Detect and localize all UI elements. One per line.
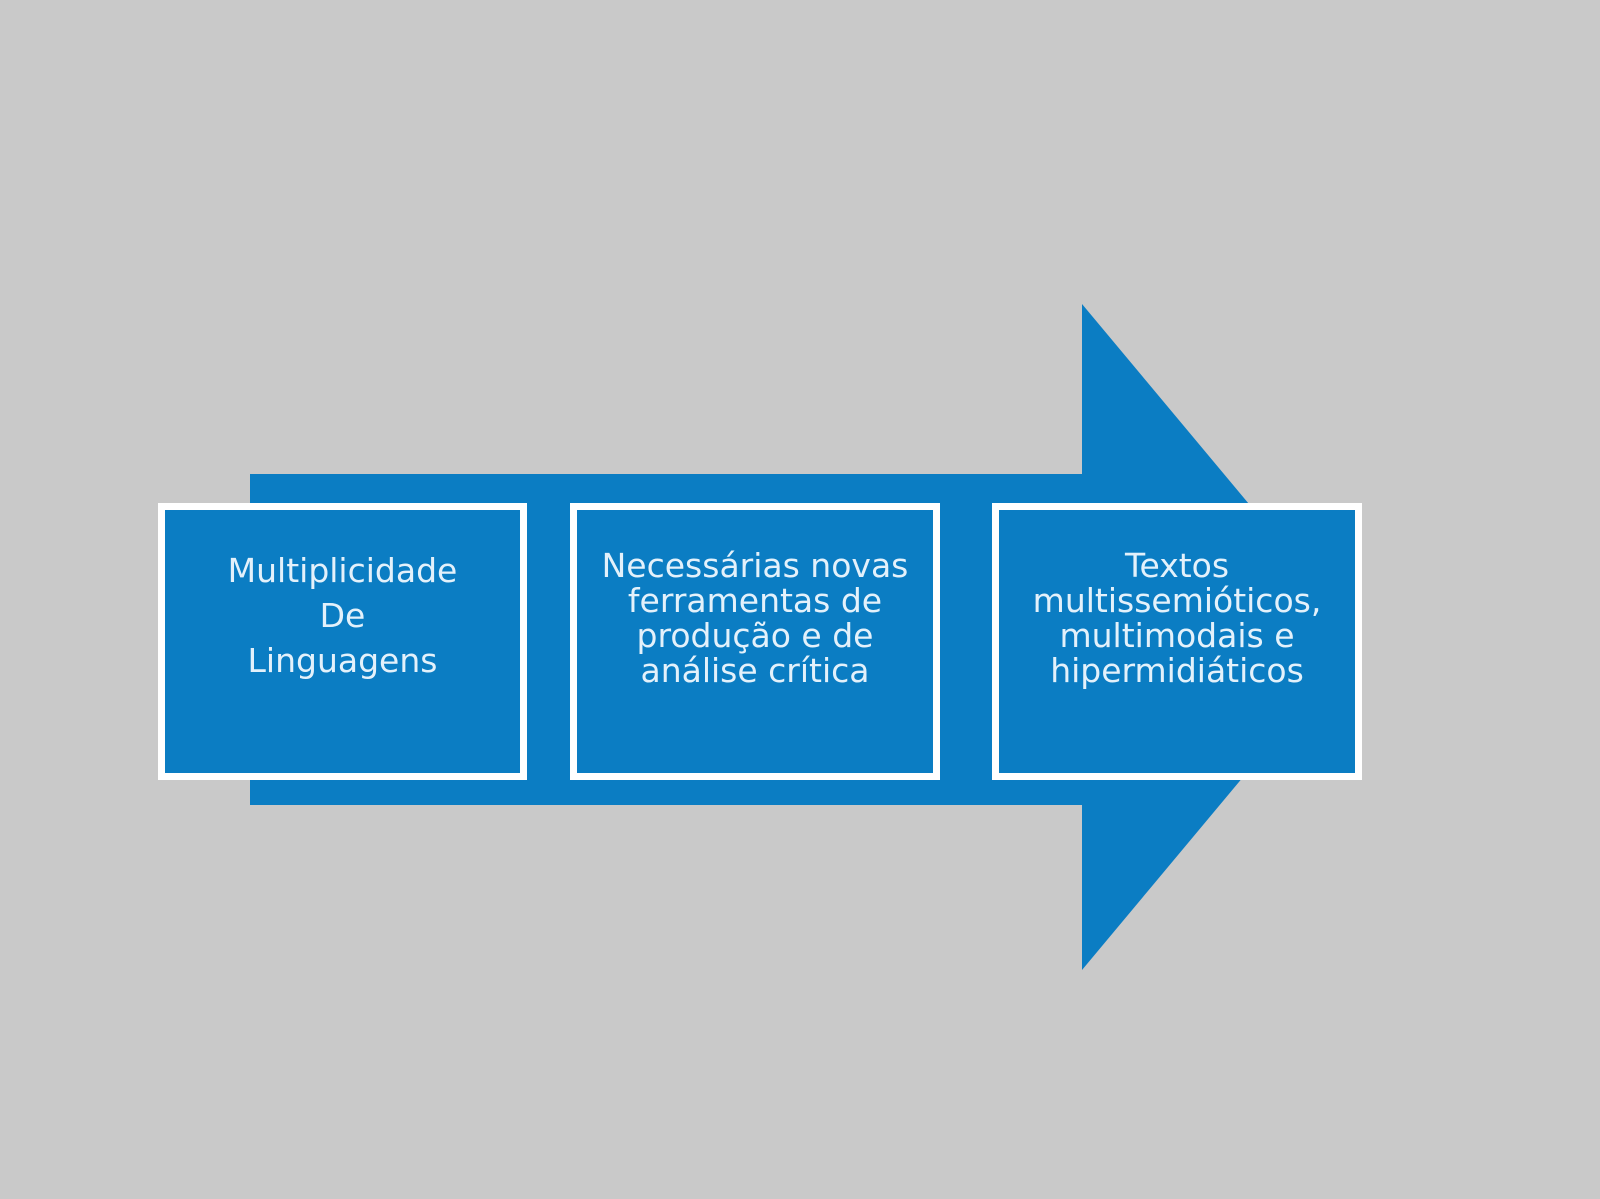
step-text-line: multimodais e — [1059, 616, 1295, 655]
step-text-line: Textos — [1124, 546, 1230, 585]
step-box-ferramentas: Necessárias novas ferramentas de produçã… — [570, 503, 940, 780]
step-box-textos: Textos multissemióticos, multimodais e h… — [992, 503, 1362, 780]
step-text: Necessárias novas ferramentas de produçã… — [577, 548, 933, 688]
step-text-line: Linguagens — [247, 641, 438, 680]
step-box-multiplicidade: Multiplicidade De Linguagens — [158, 503, 527, 780]
step-text-line: multissemióticos, — [1032, 581, 1322, 620]
step-text: Textos multissemióticos, multimodais e h… — [999, 548, 1355, 688]
step-text: Multiplicidade De Linguagens — [165, 548, 520, 683]
step-text-line: Multiplicidade — [227, 551, 458, 590]
step-text-line: De — [319, 596, 366, 635]
step-text-line: Necessárias novas — [601, 546, 909, 585]
step-text-line: ferramentas de — [627, 581, 883, 620]
step-text-line: hipermidiáticos — [1050, 651, 1304, 690]
step-text-line: análise crítica — [640, 651, 870, 690]
step-text-line: produção e de — [636, 616, 874, 655]
